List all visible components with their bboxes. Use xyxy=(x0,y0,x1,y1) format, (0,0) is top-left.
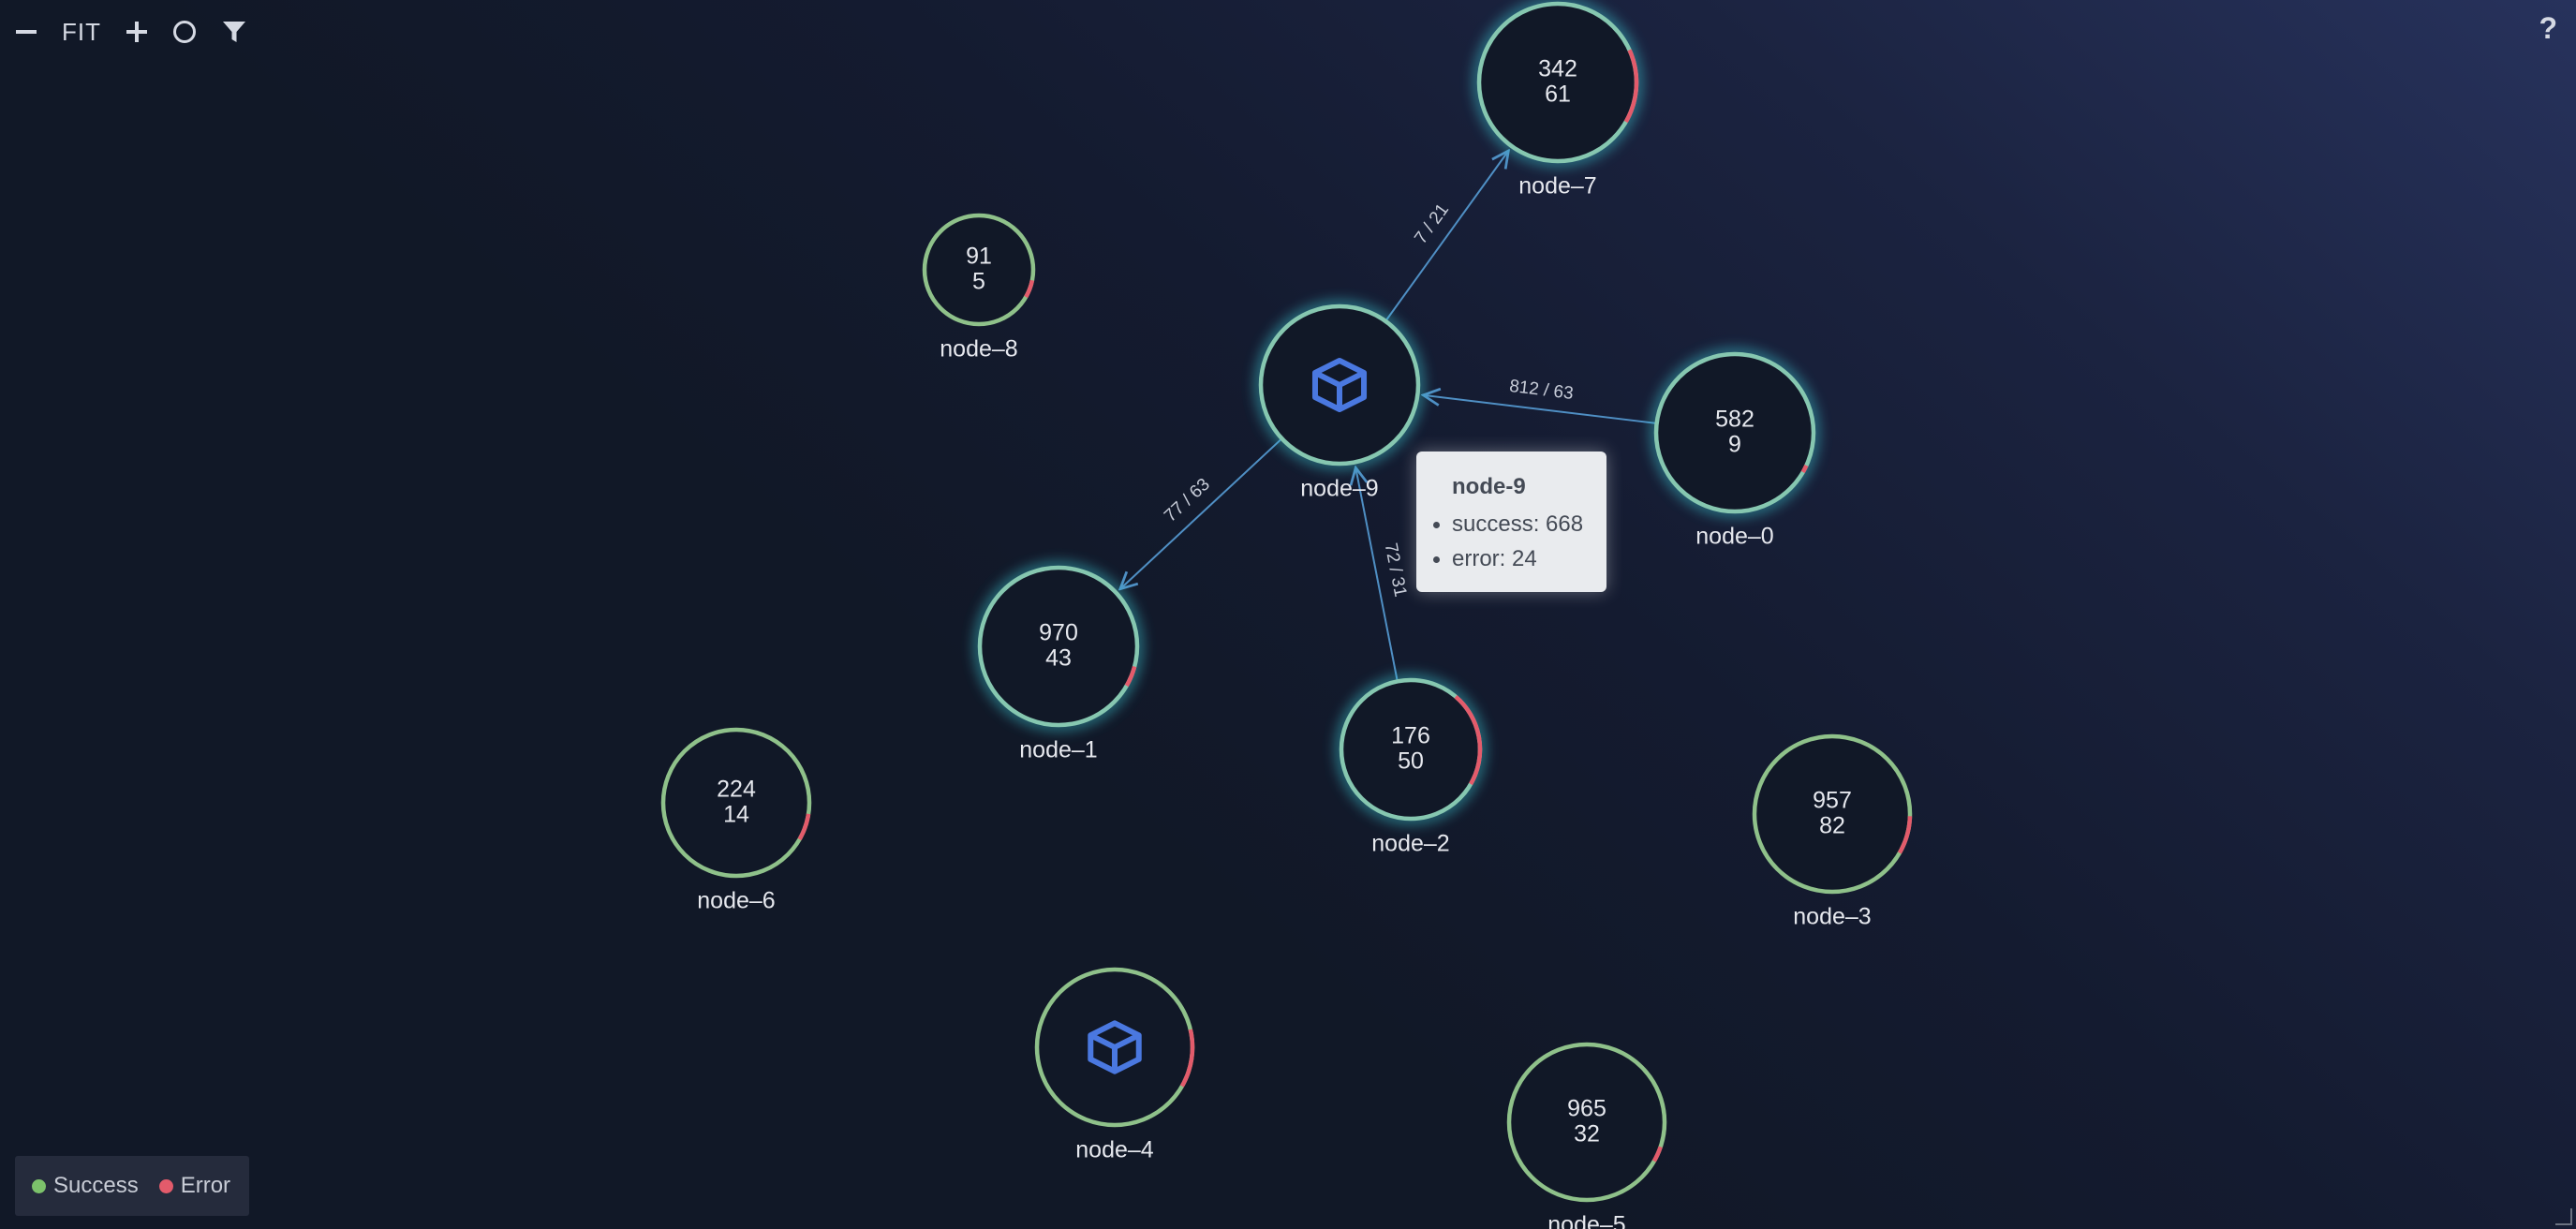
legend: Success Error xyxy=(15,1156,249,1216)
node-error-count: 43 xyxy=(1045,645,1072,672)
legend-success-label: Success xyxy=(53,1173,139,1198)
node-label: node–0 xyxy=(1695,524,1773,550)
error-arc xyxy=(1124,665,1137,688)
help-button[interactable]: ? xyxy=(2539,11,2557,45)
filter-button[interactable] xyxy=(221,13,247,51)
layout-button[interactable] xyxy=(172,13,197,51)
node-error-count: 32 xyxy=(1574,1121,1600,1148)
node-label: node–8 xyxy=(940,336,1017,363)
edge-line[interactable] xyxy=(1355,467,1399,680)
node-label: node–7 xyxy=(1518,173,1596,200)
error-arc xyxy=(797,813,811,841)
zoom-out-button[interactable] xyxy=(15,13,37,51)
error-arc xyxy=(1179,1029,1195,1088)
node-error-count: 14 xyxy=(723,802,749,828)
success-ring xyxy=(977,565,1140,728)
success-ring xyxy=(1752,733,1913,895)
node-label: node–5 xyxy=(1547,1212,1625,1229)
error-arc xyxy=(1454,694,1483,786)
node-9[interactable]: node–9 xyxy=(1255,301,1424,502)
minus-icon xyxy=(16,30,37,34)
node-label: node–6 xyxy=(697,888,775,914)
node-label: node–2 xyxy=(1371,831,1449,857)
resize-handle[interactable] xyxy=(2555,1208,2572,1225)
filter-icon xyxy=(223,22,245,42)
graph-toolbar: FIT xyxy=(15,13,247,51)
edge-line[interactable] xyxy=(1423,395,1655,424)
node-success-count: 582 xyxy=(1715,407,1754,433)
node-success-count: 91 xyxy=(966,244,992,270)
error-arc xyxy=(1623,49,1639,124)
edge-label: 77 / 63 xyxy=(1161,475,1214,526)
edge-node-0-node-9[interactable]: 812 / 63 xyxy=(1423,377,1655,424)
tooltip-title: node-9 xyxy=(1452,474,1526,499)
node-error-count: 61 xyxy=(1545,81,1571,108)
edge-node-9-node-7[interactable]: 7 / 21 xyxy=(1385,151,1508,320)
error-arc xyxy=(1024,279,1035,299)
node-body[interactable] xyxy=(980,568,1137,725)
node-success-count: 965 xyxy=(1567,1096,1606,1122)
cube-icon xyxy=(1088,1020,1142,1074)
node-label: node–1 xyxy=(1019,737,1097,763)
node-success-count: 176 xyxy=(1391,723,1430,749)
edge-node-9-node-1[interactable]: 77 / 63 xyxy=(1120,438,1281,589)
edge-line[interactable] xyxy=(1385,151,1508,320)
tooltip-error: error: 24 xyxy=(1433,546,1606,572)
node-label: node–3 xyxy=(1793,904,1871,930)
node-error-count: 5 xyxy=(972,269,985,295)
plus-icon xyxy=(126,22,147,42)
node-success-count: 224 xyxy=(717,777,756,803)
error-arc xyxy=(1800,465,1809,474)
node-8[interactable]: 915 node–8 xyxy=(922,213,1036,363)
node-error-count: 50 xyxy=(1398,748,1424,775)
zoom-in-button[interactable] xyxy=(126,13,148,51)
node-label: node–4 xyxy=(1075,1137,1154,1163)
node-4[interactable]: node–4 xyxy=(1034,967,1195,1163)
node-body[interactable] xyxy=(1754,736,1910,892)
success-ring xyxy=(922,213,1036,327)
node-body[interactable] xyxy=(1509,1044,1665,1200)
cube-icon xyxy=(1311,357,1368,413)
node-success-count: 342 xyxy=(1538,56,1577,82)
success-ring xyxy=(660,727,812,879)
legend-error-label: Error xyxy=(180,1173,231,1198)
error-arc xyxy=(1651,1146,1663,1162)
edge-line[interactable] xyxy=(1120,438,1281,589)
node-body[interactable] xyxy=(663,730,809,876)
success-ring xyxy=(1506,1042,1667,1203)
success-ring xyxy=(1653,351,1816,514)
error-dot-icon xyxy=(158,1178,173,1193)
edge-label: 7 / 21 xyxy=(1411,200,1453,248)
node-tooltip: node-9 success: 668 error: 24 xyxy=(1416,452,1606,592)
node-error-count: 9 xyxy=(1728,432,1741,458)
node-body[interactable] xyxy=(1656,354,1814,511)
circle-icon xyxy=(173,21,196,43)
node-success-count: 970 xyxy=(1039,620,1078,646)
success-dot-icon xyxy=(32,1178,46,1193)
legend-item-error: Error xyxy=(158,1173,231,1199)
edge-label: 812 / 63 xyxy=(1508,377,1575,404)
node-body[interactable] xyxy=(1479,4,1636,161)
node-error-count: 82 xyxy=(1819,813,1845,839)
fit-button[interactable]: FIT xyxy=(62,17,101,46)
legend-item-success: Success xyxy=(32,1173,139,1199)
node-body[interactable] xyxy=(1341,680,1480,819)
success-ring xyxy=(1258,304,1421,466)
error-arc xyxy=(1897,816,1913,854)
node-body[interactable] xyxy=(925,215,1033,324)
tooltip-success: success: 668 xyxy=(1433,511,1606,538)
node-success-count: 957 xyxy=(1813,788,1852,814)
edge-label: 72 / 31 xyxy=(1381,541,1411,599)
node-label: node–9 xyxy=(1300,476,1378,502)
